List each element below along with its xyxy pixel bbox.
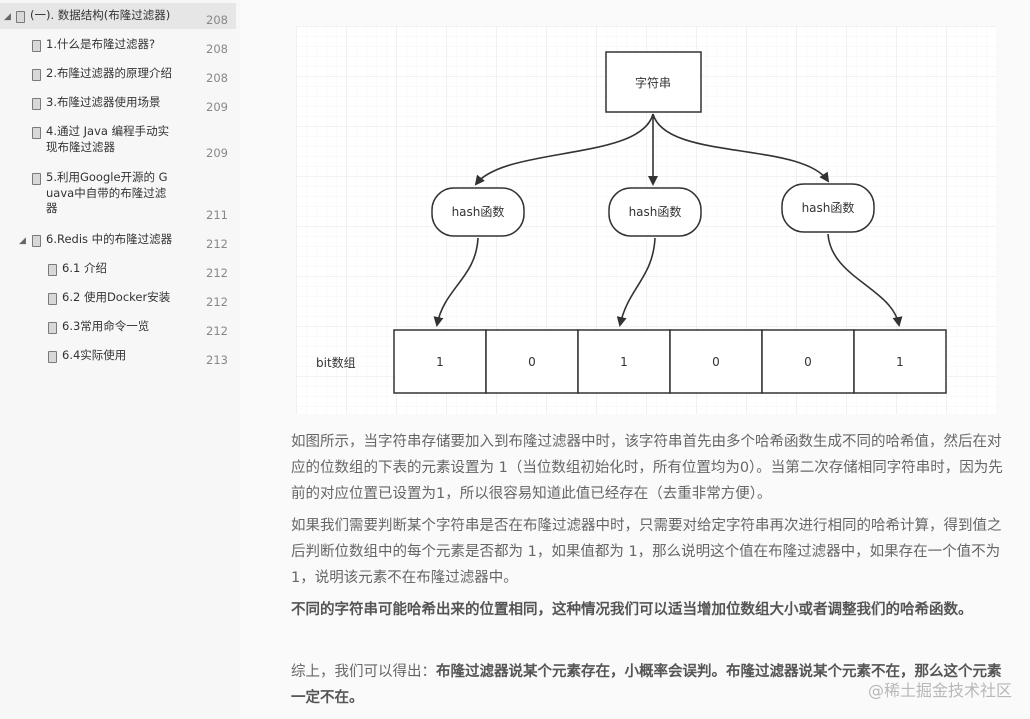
arrow-to-hash-3: [652, 113, 830, 183]
bit-cell: [669, 329, 763, 394]
arrow-to-bit-2: [616, 237, 656, 327]
toc-item-label: 2.布隆过滤器的原理介绍: [46, 66, 172, 80]
toc-page-number: 208: [206, 71, 228, 85]
conclusion-bold: 布隆过滤器说某个元素存在，小概率会误判。布隆过滤器说某个元素不在，那么这个元素一…: [291, 664, 1002, 706]
bit-cell: [761, 329, 855, 394]
arrow-to-bit-0: [433, 237, 479, 327]
toc-item-usage[interactable]: 6.4实际使用 213: [0, 346, 236, 372]
toc-item-label: 6.3常用命令一览: [62, 319, 150, 333]
toc-item-label: 6.1 介绍: [62, 261, 107, 275]
toc-page-number: 212: [206, 266, 228, 280]
toc-item-what-is[interactable]: 1.什么是布隆过滤器? 208: [0, 35, 236, 61]
toc-page-number: 209: [206, 146, 228, 160]
toc-sidebar: ◢ (一). 数据结构(布隆过滤器) 208 1.什么是布隆过滤器? 208 2…: [0, 0, 240, 719]
bit-value: 0: [712, 355, 720, 369]
toc-item-bloom-filter[interactable]: ◢ (一). 数据结构(布隆过滤器) 208: [0, 3, 236, 29]
bookmark-icon: [48, 293, 57, 305]
toc-item-label: 6.Redis 中的布隆过滤器: [46, 232, 173, 246]
toc-page-number: 208: [206, 42, 228, 56]
toc-item-label: 4.通过 Java 编程手动实现布隆过滤器: [46, 124, 170, 154]
bookmark-icon: [16, 11, 25, 23]
bit-value: 1: [620, 355, 628, 369]
toc-item-docker[interactable]: 6.2 使用Docker安装 212: [0, 288, 236, 314]
string-node-label: 字符串: [635, 75, 671, 90]
bookmark-icon: [32, 235, 41, 247]
hash-function-label: hash函数: [452, 204, 505, 219]
hash-function-label: hash函数: [802, 200, 855, 215]
toc-page-number: 211: [206, 208, 228, 222]
hash-function-node: [608, 187, 702, 237]
toc-page-number: 212: [206, 295, 228, 309]
hash-function-node: [431, 187, 525, 237]
collapse-arrow-icon[interactable]: ◢: [19, 236, 26, 246]
bloom-filter-diagram: 字符串 hash函数 hash函数 hash函数 bit数组 1 0 1 0 0…: [296, 26, 996, 414]
toc-page-number: 212: [206, 237, 228, 251]
toc-page-number: 209: [206, 100, 228, 114]
bookmark-icon: [48, 322, 57, 334]
bit-value: 0: [804, 355, 812, 369]
toc-item-label: 3.布隆过滤器使用场景: [46, 95, 161, 109]
conclusion-prefix: 综上，我们可以得出：: [291, 664, 436, 680]
toc-item-label: 6.4实际使用: [62, 348, 127, 362]
paragraph-principle: 如图所示，当字符串存储要加入到布隆过滤器中时，该字符串首先由多个哈希函数生成不同…: [291, 434, 1003, 502]
paragraph-collision-note: 不同的字符串可能哈希出来的位置相同，这种情况我们可以适当增加位数组大小或者调整我…: [291, 597, 1005, 623]
bit-value: 1: [896, 355, 904, 369]
toc-item-redis-intro[interactable]: 6.1 介绍 212: [0, 259, 236, 285]
toc-item-label: 6.2 使用Docker安装: [62, 290, 171, 304]
bookmark-icon: [32, 98, 41, 110]
toc-page-number: 212: [206, 324, 228, 338]
document-page: 字符串 hash函数 hash函数 hash函数 bit数组 1 0 1 0 0…: [240, 0, 1030, 719]
watermark: @稀土掘金技术社区: [867, 681, 1012, 700]
toc-item-use-cases[interactable]: 3.布隆过滤器使用场景 209: [0, 93, 236, 119]
paragraph-conclusion: 综上，我们可以得出：布隆过滤器说某个元素存在，小概率会误判。布隆过滤器说某个元素…: [291, 659, 1005, 711]
toc-item-java-impl[interactable]: 4.通过 Java 编程手动实现布隆过滤器 209: [0, 122, 236, 166]
bookmark-icon: [32, 40, 41, 52]
toc-item-commands[interactable]: 6.3常用命令一览 212: [0, 317, 236, 343]
bit-cell: [853, 329, 947, 394]
bookmark-icon: [32, 127, 41, 139]
toc-item-label: 1.什么是布隆过滤器?: [46, 37, 156, 51]
toc-page-number: 208: [206, 13, 228, 27]
bit-value: 0: [528, 355, 536, 369]
toc-item-guava[interactable]: 5.利用Google开源的 Guava中自带的布隆过滤器 211: [0, 168, 236, 224]
bit-array-label: bit数组: [316, 355, 356, 370]
toc-item-label: 5.利用Google开源的 Guava中自带的布隆过滤器: [46, 170, 168, 215]
arrow-to-hash-1: [474, 113, 654, 186]
collapse-arrow-icon[interactable]: ◢: [4, 12, 11, 22]
arrow-to-bit-5: [827, 233, 903, 327]
bit-value: 1: [436, 355, 444, 369]
bit-cell: [577, 329, 671, 394]
bookmark-icon: [32, 69, 41, 81]
string-node: [605, 51, 702, 113]
toc-page-number: 213: [206, 353, 228, 367]
hash-function-node: [781, 183, 875, 233]
bit-array: 1 0 1 0 0 1: [393, 329, 947, 394]
toc-item-label: (一). 数据结构(布隆过滤器): [30, 8, 171, 22]
toc-item-redis[interactable]: ◢ 6.Redis 中的布隆过滤器 212: [0, 230, 236, 256]
bookmark-icon: [48, 264, 57, 276]
collision-note-bold: 不同的字符串可能哈希出来的位置相同，这种情况我们可以适当增加位数组大小或者调整我…: [291, 602, 973, 618]
bit-cell: [485, 329, 579, 394]
bookmark-icon: [48, 351, 57, 363]
hash-function-label: hash函数: [629, 204, 682, 219]
bookmark-icon: [32, 173, 41, 185]
paragraph-query: 如果我们需要判断某个字符串是否在布隆过滤器中时，只需要对给定字符串再次进行相同的…: [291, 518, 1002, 586]
toc-item-principle[interactable]: 2.布隆过滤器的原理介绍 208: [0, 64, 236, 90]
